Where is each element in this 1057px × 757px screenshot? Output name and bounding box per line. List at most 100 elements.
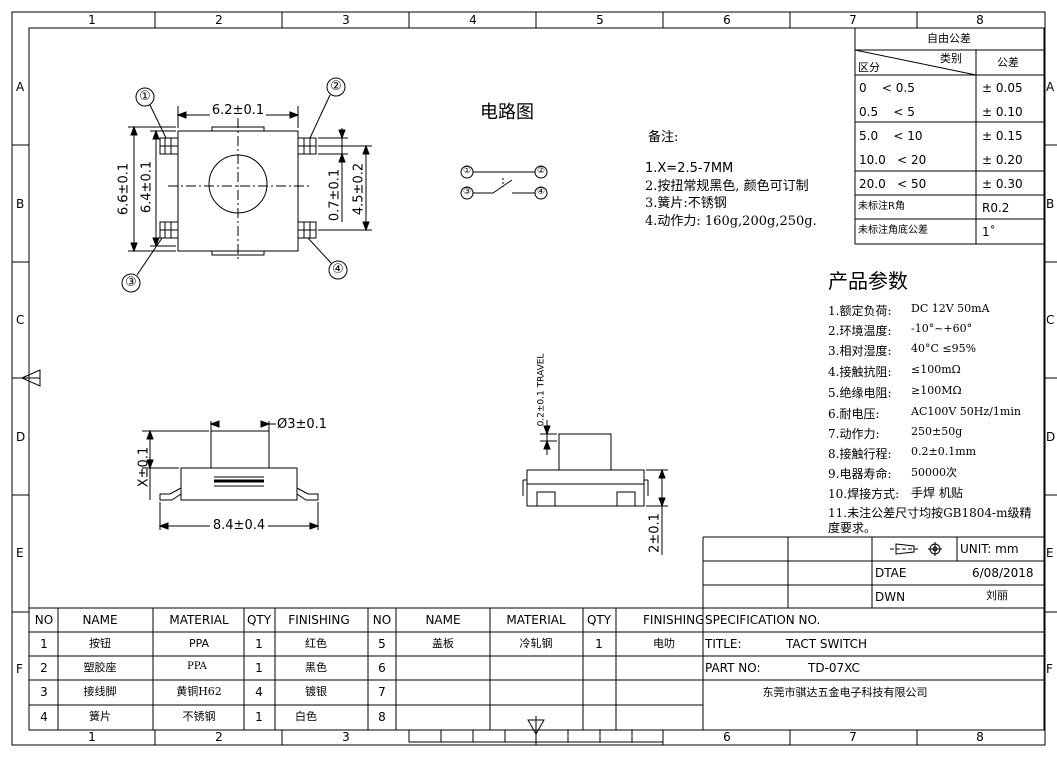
bom-header-qty: QTY (246, 613, 272, 627)
bom-r2-material: PPA (187, 661, 207, 672)
param-label-5: 5.绝缘电阻: (828, 386, 892, 400)
dim-x: X±0.1 (136, 446, 152, 488)
company-name: 东莞市骐达五金电子科技有限公司 (762, 686, 928, 699)
col-number-3: 3 (342, 13, 350, 27)
param-label-3: 3.相对湿度: (828, 344, 892, 358)
row-letter-a-right: A (1046, 80, 1055, 94)
circuit-pin-1: ① (462, 166, 472, 176)
param-value-2: -10°~+60° (911, 322, 973, 335)
col-number-6-bottom: 6 (723, 730, 731, 744)
param-value-9: 50000次 (911, 466, 957, 479)
bom-header-name2: NAME (425, 613, 461, 627)
title-label: TITLE: (705, 637, 742, 651)
bom-r1-finishing2: 电叻 (653, 637, 675, 650)
bom-r1-name2: 盖板 (432, 637, 454, 650)
col-number-8-bottom: 8 (976, 730, 984, 744)
tolerance-value-4: ± 0.20 (982, 153, 1023, 167)
bom-r1-material: PPA (188, 637, 210, 650)
col-number-7: 7 (849, 13, 857, 27)
bom-r3-no2: 7 (378, 685, 386, 699)
col-number-4: 4 (469, 13, 477, 27)
row-letter-e-right: E (1046, 546, 1054, 560)
front-view (142, 420, 320, 530)
row-letter-e: E (16, 546, 24, 560)
param-value-1: DC 12V 50mA (911, 302, 990, 315)
tolerance-header-category: 类别 (940, 52, 962, 65)
dim-travel: 0.2±0.1 TRAVEL (536, 353, 547, 427)
dim-height-inner: 6.4±0.1 (139, 160, 155, 214)
dim-pin-width: 0.7±0.1 (327, 168, 343, 222)
param-note-line2: 度要求。 (828, 521, 877, 535)
param-value-3: 40°C ≤95% (911, 342, 977, 355)
param-value-10: 手焊 机贴 (911, 486, 963, 500)
param-label-2: 2.环境温度: (828, 324, 892, 338)
bom-r3-qty: 4 (255, 685, 263, 699)
dwn-value: 刘丽 (986, 589, 1008, 602)
row-letter-d-right: D (1046, 430, 1056, 444)
pin-label-4: ④ (332, 262, 344, 277)
param-label-9: 9.电器寿命: (828, 467, 892, 481)
circuit-pin-4: ④ (536, 187, 546, 197)
bom-r4-no: 4 (40, 710, 48, 724)
bom-header-no: NO (34, 613, 54, 627)
dwn-label: DWN (875, 590, 906, 604)
dim-pin-span: 4.5±0.2 (351, 162, 367, 216)
bom-r4-qty: 1 (255, 710, 263, 724)
dim-height-outer: 6.6±0.1 (116, 162, 132, 216)
bom-r1-no: 1 (40, 637, 48, 651)
tolerance-title: 自由公差 (927, 32, 971, 45)
circuit-title: 电路图 (480, 102, 534, 123)
dtae-value: 6/08/2018 (972, 566, 1034, 580)
title-block-lines (702, 536, 1044, 730)
col-number-8: 8 (976, 13, 984, 27)
part-label: PART NO: (705, 661, 761, 675)
row-letter-f-right: F (1046, 662, 1053, 676)
bom-r3-finishing: 镀银 (305, 685, 327, 698)
note-item-2: 2.按扭常规黑色, 颜色可订制 (645, 179, 809, 194)
title-value: TACT SWITCH (786, 637, 867, 651)
dtae-label: DTAE (875, 566, 907, 580)
unit-label: UNIT: mm (960, 542, 1019, 556)
bom-header-material: MATERIAL (169, 613, 229, 627)
tolerance-r-value: R0.2 (982, 201, 1010, 215)
tolerance-range-4: 10.0 < 20 (859, 153, 927, 167)
tolerance-header-zone: 区分 (858, 61, 880, 74)
bom-r3-no: 3 (40, 685, 48, 699)
bom-header-qty2: QTY (586, 613, 612, 627)
dim-side-height: 2±0.1 (647, 513, 663, 553)
tolerance-range-5: 20.0 < 50 (859, 177, 927, 191)
param-label-4: 4.接触抗阻: (828, 365, 892, 379)
col-number-1-bottom: 1 (88, 730, 96, 744)
tolerance-value-1: ± 0.05 (982, 81, 1023, 95)
bom-r4-finishing: 白色 (295, 710, 317, 723)
col-number-2: 2 (215, 13, 223, 27)
col-number-7-bottom: 7 (849, 730, 857, 744)
tolerance-header-tolerance: 公差 (997, 56, 1019, 69)
part-value: TD-07XC (808, 661, 860, 675)
notes-title: 备注: (648, 130, 679, 145)
param-value-7: 250±50g (911, 425, 963, 438)
bom-r2-name: 塑胶座 (83, 661, 117, 674)
bom-r1-qty: 1 (255, 637, 263, 651)
tolerance-range-3: 5.0 < 10 (859, 129, 923, 143)
dim-width-top: 6.2±0.1 (209, 103, 267, 118)
top-view (121, 77, 372, 293)
note-item-1: 1.X=2.5-7MM (645, 161, 734, 176)
params-title: 产品参数 (828, 269, 908, 293)
bom-r1-finishing: 红色 (305, 637, 327, 650)
spec-label: SPECIFICATION NO. (705, 613, 821, 627)
circuit-pin-2: ② (536, 166, 546, 176)
bom-r2-no2: 6 (378, 661, 386, 675)
circuit-diagram (460, 165, 548, 200)
param-label-1: 1.额定负荷: (828, 304, 892, 318)
note-item-4: 4.动作力: 160g,200g,250g. (645, 214, 817, 229)
row-letter-a: A (16, 80, 25, 94)
param-value-4: ≤100mΩ (911, 363, 961, 376)
tolerance-value-3: ± 0.15 (982, 129, 1023, 143)
pin-label-3: ③ (125, 275, 137, 290)
bom-r4-no2: 8 (378, 710, 386, 724)
row-letter-b-right: B (1046, 197, 1055, 211)
col-number-3-bottom: 3 (342, 730, 350, 744)
dim-front-width: 8.4±0.4 (209, 519, 269, 532)
bom-header-finishing2: FINISHING (643, 613, 705, 627)
